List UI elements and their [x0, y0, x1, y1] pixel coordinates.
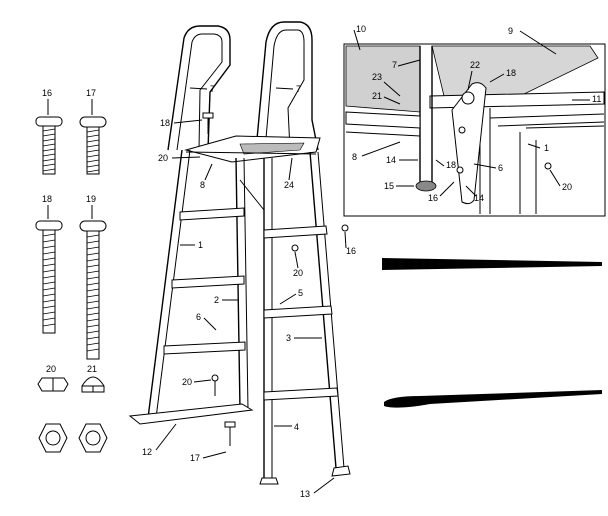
acorn-nut-21-icon [78, 376, 108, 453]
bolt-20-mid-icon [211, 374, 219, 396]
hardware-label-19: 19 [86, 194, 96, 204]
inset-label-20: 20 [562, 182, 572, 192]
callout-13: 13 [300, 489, 310, 499]
callout-1: 1 [198, 240, 203, 250]
callout-16: 16 [346, 246, 356, 256]
edge-stroke-upper [382, 258, 602, 270]
left-front-rail [147, 149, 183, 419]
hex-nut-20-icon [37, 377, 69, 453]
inset-label-10: 10 [356, 24, 366, 34]
bottom-step [128, 403, 254, 425]
hardware-label-17: 17 [86, 88, 96, 98]
right-steps [263, 225, 339, 401]
inset-label-22: 22 [470, 60, 480, 70]
nut-20-right-icon [291, 244, 299, 252]
inset-label-14-right: 14 [474, 193, 484, 203]
left-steps [163, 207, 246, 355]
callout-3: 3 [286, 333, 291, 343]
hardware-column: 16 17 18 19 20 21 [35, 88, 108, 453]
callout-8: 8 [200, 180, 205, 190]
inset-label-23: 23 [372, 72, 382, 82]
ladder-assembly: 7 7 18 20 8 24 1 2 6 5 3 4 20 12 17 20 1… [128, 21, 356, 499]
bolt-16-right-icon [341, 224, 349, 232]
callout-17: 17 [190, 453, 200, 463]
inset-label-21: 21 [372, 91, 382, 101]
bolt-17-bottom-icon [224, 421, 236, 446]
callout-4: 4 [294, 422, 299, 432]
callout-20-right: 20 [293, 268, 303, 278]
callout-20-top: 20 [158, 153, 168, 163]
left-handrail [167, 25, 231, 151]
callout-20-mid: 20 [182, 377, 192, 387]
inset-label-16: 16 [428, 193, 438, 203]
inset-label-18-top: 18 [506, 68, 516, 78]
bolt-18-icon [35, 220, 63, 334]
foot-left [259, 477, 279, 485]
inset-label-8: 8 [352, 152, 357, 162]
callout-7-left: 7 [210, 84, 215, 94]
edge-stroke-lower [384, 390, 602, 408]
callout-7-right: 7 [296, 84, 301, 94]
hardware-label-16: 16 [42, 88, 52, 98]
inset-label-11: 11 [592, 94, 601, 104]
callout-18: 18 [160, 118, 170, 128]
inset-label-18-mid: 18 [446, 160, 456, 170]
inset-detail: 10 9 7 23 21 22 18 11 8 14 18 15 16 14 6… [343, 24, 606, 217]
hardware-label-21: 21 [87, 364, 97, 374]
inset-label-15: 15 [384, 181, 394, 191]
inset-label-1: 1 [544, 143, 549, 153]
inset-label-14-left: 14 [386, 155, 396, 165]
inset-label-7: 7 [392, 60, 397, 70]
inset-label-6: 6 [498, 163, 503, 173]
bolt-18-on-rail-icon [202, 112, 214, 134]
hardware-label-20: 20 [46, 364, 56, 374]
callout-6: 6 [196, 312, 201, 322]
hardware-label-18: 18 [42, 194, 52, 204]
bolt-19-icon [79, 220, 107, 360]
edge-strokes [382, 258, 602, 408]
bolt-16-icon [35, 116, 63, 175]
callout-24: 24 [284, 180, 294, 190]
callout-12: 12 [142, 447, 152, 457]
bolt-17-icon [79, 116, 107, 175]
foot-right [331, 465, 351, 477]
callout-2: 2 [214, 295, 219, 305]
right-handrail [255, 21, 319, 151]
callout-5: 5 [298, 288, 303, 298]
inset-label-9: 9 [508, 26, 513, 36]
